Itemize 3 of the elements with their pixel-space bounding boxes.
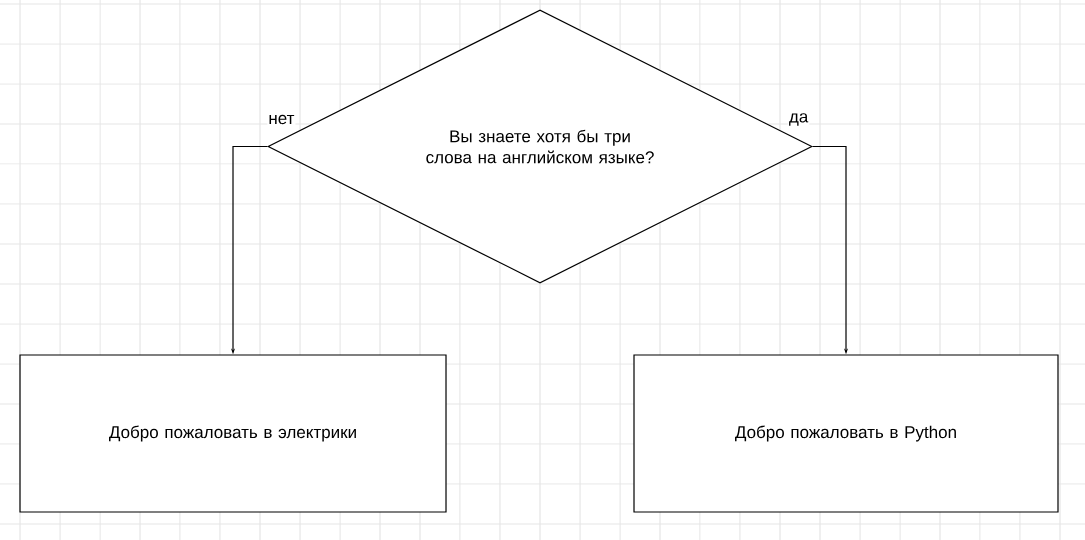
process-box: Добро пожаловать в электрики: [19, 354, 447, 513]
edge-label: да: [787, 112, 810, 127]
process-box: Добро пожаловать в Python: [633, 354, 1059, 513]
